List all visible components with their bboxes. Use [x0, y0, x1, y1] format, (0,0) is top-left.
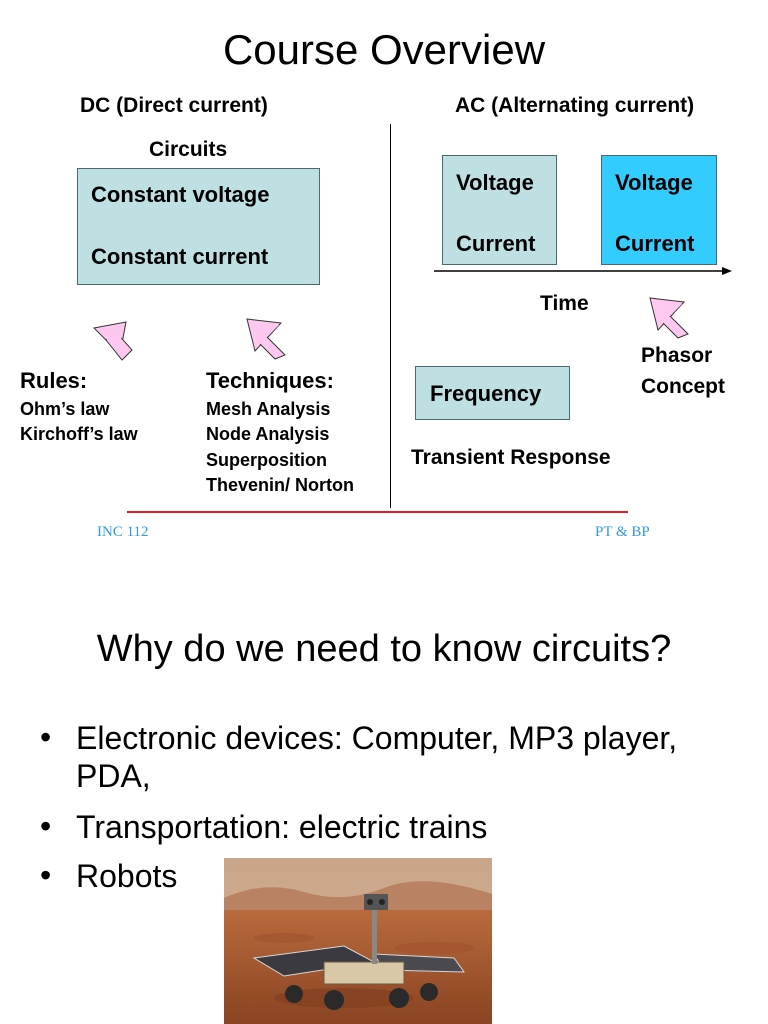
bullet-text: Electronic devices: Computer, MP3 player… — [76, 720, 678, 756]
bullet-text: Transportation: electric trains — [76, 809, 488, 845]
dc-header: DC (Direct current) — [80, 94, 268, 117]
bullet-item: • Robots — [40, 857, 740, 897]
ac-header: AC (Alternating current) — [455, 94, 695, 117]
technique-item: Node Analysis — [206, 424, 330, 444]
dc-circuits-box — [77, 168, 320, 285]
footer-authors: PT & BP — [595, 524, 650, 540]
rule-item: Kirchoff’s law — [20, 424, 138, 444]
bullet-dot: • — [40, 857, 52, 893]
technique-item: Thevenin/ Norton — [206, 475, 354, 495]
constant-current-label: Constant current — [91, 244, 269, 269]
time-label: Time — [540, 292, 589, 315]
footer-rule — [127, 511, 628, 513]
pink-arrow-phasor-icon — [649, 297, 689, 339]
transient-response-label: Transient Response — [411, 446, 611, 469]
vertical-divider — [390, 124, 391, 508]
ac-box-right-voltage: Voltage — [615, 170, 693, 195]
frequency-label: Frequency — [430, 381, 542, 406]
phasor-label-line1: Phasor — [641, 344, 713, 367]
bullet-dot: • — [40, 719, 52, 755]
technique-item: Superposition — [206, 450, 327, 470]
techniques-title: Techniques: — [206, 368, 334, 393]
pink-arrow-rules-icon — [92, 321, 133, 361]
ac-box-left-voltage: Voltage — [456, 170, 534, 195]
rule-item: Ohm’s law — [20, 399, 110, 419]
constant-voltage-label: Constant voltage — [91, 182, 270, 207]
circuits-label: Circuits — [149, 138, 228, 161]
bullet-text: Robots — [76, 858, 178, 894]
pink-arrow-techniques-icon — [246, 318, 286, 360]
mars-rover-image — [224, 858, 492, 1024]
footer-course-code: INC 112 — [97, 524, 149, 540]
ac-box-left — [442, 155, 557, 265]
slide2-title: Why do we need to know circuits? — [96, 628, 672, 670]
bullet-text-cont: PDA, — [76, 758, 151, 794]
ac-box-right-current: Current — [615, 231, 695, 256]
bullet-item: • Electronic devices: Computer, MP3 play… — [40, 719, 740, 799]
phasor-label-line2: Concept — [641, 375, 725, 398]
bullet-item: • Transportation: electric trains — [40, 808, 740, 848]
technique-item: Mesh Analysis — [206, 399, 331, 419]
ac-box-right — [601, 155, 717, 265]
ac-box-left-current: Current — [456, 231, 536, 256]
rules-title: Rules: — [20, 368, 88, 393]
time-axis-arrow — [434, 267, 732, 275]
frequency-box — [415, 366, 570, 420]
bullet-dot: • — [40, 808, 52, 844]
slide-title: Course Overview — [222, 26, 546, 73]
